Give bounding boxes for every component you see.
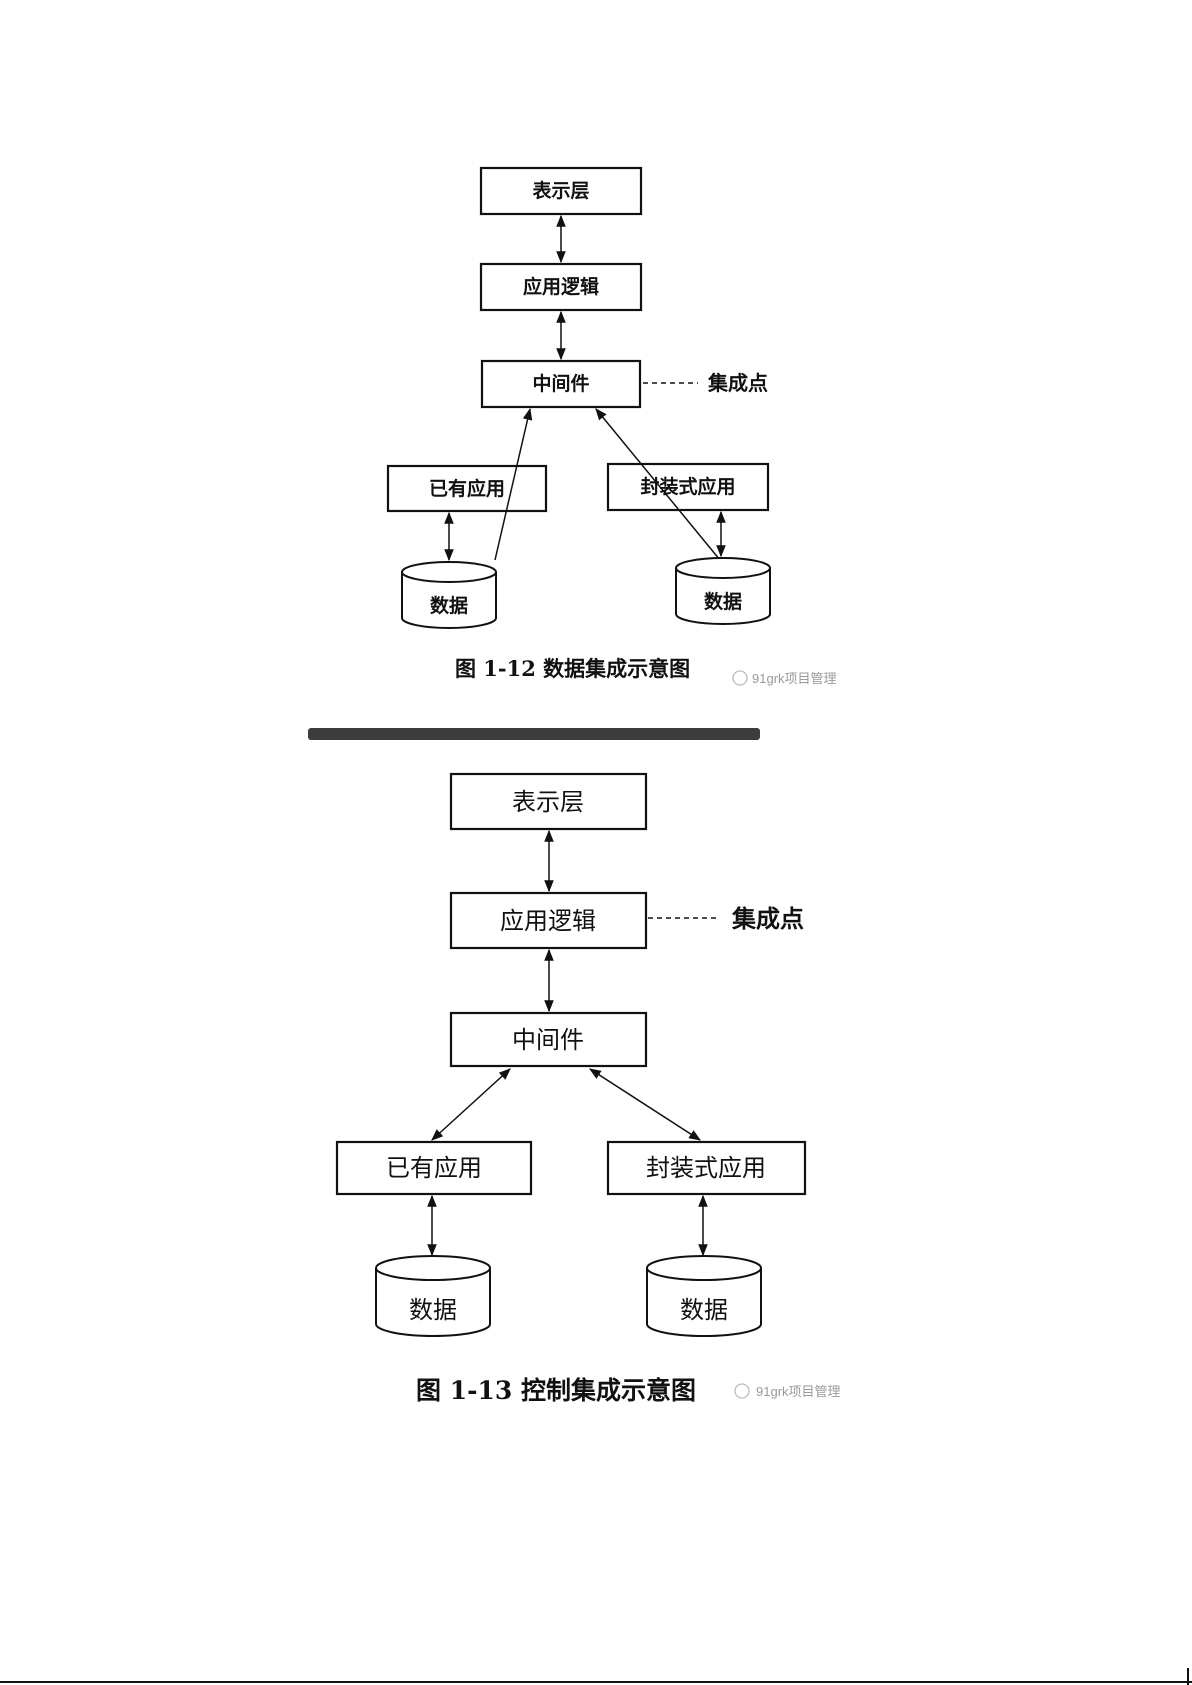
figure-control-integration: 表示层 应用逻辑 中间件 已有应用 封装式应用 集成点 数据	[337, 774, 841, 1405]
figure-caption: 图 1-13 控制集成示意图	[416, 1376, 696, 1405]
arrow-packaged-app-middleware	[590, 1069, 700, 1140]
watermark-text: 91grk项目管理	[756, 1384, 841, 1399]
database-left-label: 数据	[409, 1296, 457, 1324]
box-middleware: 中间件	[451, 1013, 646, 1066]
database-cylinder-left: 数据	[376, 1256, 490, 1336]
watermark-icon	[735, 1384, 749, 1398]
box-presentation-label: 表示层	[512, 788, 584, 816]
watermark: 91grk项目管理	[735, 1384, 841, 1399]
database-right-label: 数据	[680, 1296, 728, 1324]
watermark-icon	[733, 671, 747, 685]
box-packaged-app-label: 封装式应用	[646, 1154, 766, 1182]
box-presentation-layer: 表示层	[481, 168, 641, 214]
figure-data-integration: 表示层 应用逻辑 中间件 已有应用 封装式应用 集成点	[388, 168, 837, 686]
database-right-label: 数据	[704, 590, 742, 613]
database-cylinder-left: 数据	[402, 562, 496, 628]
database-cylinder-right: 数据	[647, 1256, 761, 1336]
box-packaged-app-label: 封装式应用	[640, 475, 735, 498]
box-packaged-application: 封装式应用	[608, 464, 768, 510]
box-middleware: 中间件	[482, 361, 640, 407]
watermark: 91grk项目管理	[733, 671, 837, 686]
database-left-label: 数据	[430, 594, 468, 617]
figure-caption: 图 1-12 数据集成示意图	[455, 656, 690, 681]
watermark-text: 91grk项目管理	[752, 671, 837, 686]
integration-point-label: 集成点	[731, 905, 804, 933]
box-presentation-layer: 表示层	[451, 774, 646, 829]
box-application-logic: 应用逻辑	[451, 893, 646, 948]
database-cylinder-right: 数据	[676, 558, 770, 624]
box-existing-app-label: 已有应用	[429, 477, 505, 500]
box-packaged-application: 封装式应用	[608, 1142, 805, 1194]
bleed-through-fragment	[308, 728, 760, 740]
box-middleware-label: 中间件	[512, 1026, 584, 1054]
box-middleware-label: 中间件	[532, 372, 589, 395]
box-existing-application: 已有应用	[337, 1142, 531, 1194]
box-application-logic: 应用逻辑	[481, 264, 641, 310]
box-existing-application: 已有应用	[388, 466, 546, 511]
box-presentation-label: 表示层	[532, 179, 589, 202]
arrow-existing-app-middleware	[432, 1069, 510, 1140]
integration-point-label: 集成点	[707, 371, 768, 395]
box-app-logic-label: 应用逻辑	[523, 275, 599, 298]
box-existing-app-label: 已有应用	[386, 1154, 482, 1182]
box-app-logic-label: 应用逻辑	[500, 907, 596, 935]
